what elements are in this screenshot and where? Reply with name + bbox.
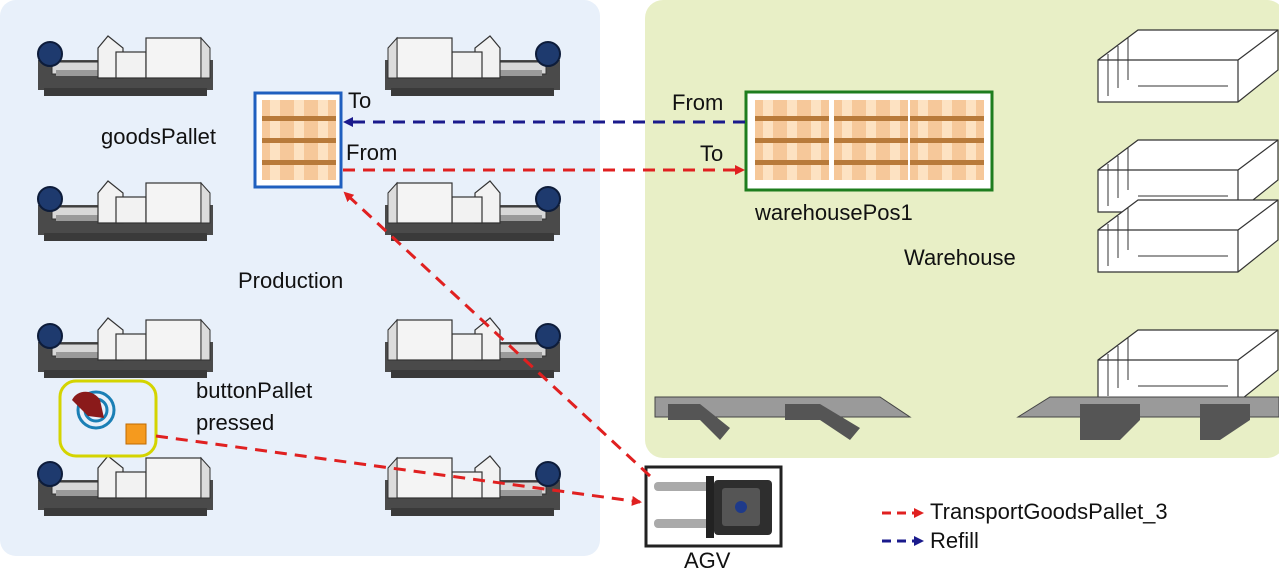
storage-rack-icon (1097, 329, 1279, 403)
agv-label: AGV (684, 548, 731, 573)
pallet-icon (262, 100, 336, 180)
agv-icon[interactable] (644, 465, 783, 548)
refill-to-label: To (348, 88, 372, 113)
pallet-icon (755, 100, 829, 180)
refill-from-label: From (672, 90, 724, 115)
legend-refill-label: Refill (930, 528, 979, 553)
storage-rack-icon (1097, 199, 1279, 273)
button-pallet-label-2: pressed (196, 410, 275, 435)
button-pallet-label: buttonPallet (196, 378, 313, 403)
conveyor-icon (654, 396, 912, 440)
storage-rack-icon (1097, 29, 1279, 103)
pallet-icon (834, 100, 908, 180)
production-zone-label: Production (238, 268, 344, 293)
button-press-icon (72, 390, 147, 445)
pallet-icon (910, 100, 984, 180)
warehouse-pos-label: warehousePos1 (755, 200, 913, 225)
legend-transport-label: TransportGoodsPallet_3 (930, 499, 1168, 524)
transport-edge (155, 434, 642, 506)
warehouse-zone-label: Warehouse (904, 245, 1016, 270)
production-zone (0, 0, 600, 556)
button-pallet-node[interactable] (58, 379, 158, 458)
transport-to-label: To (700, 141, 724, 166)
goods-pallet-label: goodsPallet (101, 124, 216, 149)
conveyor-icon (1016, 396, 1279, 440)
transport-edge (343, 191, 652, 478)
transport-from-label: From (346, 140, 398, 165)
